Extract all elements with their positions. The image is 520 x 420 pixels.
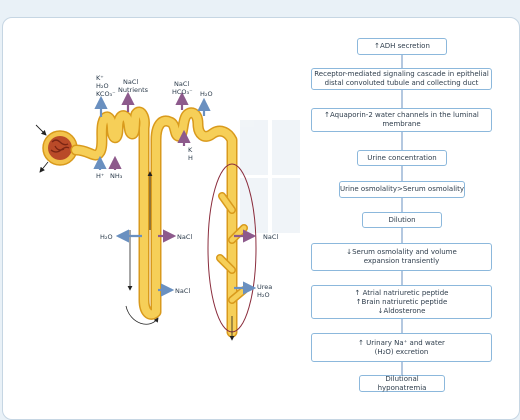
label-h2o-dct: H₂O: [200, 90, 213, 98]
flow-step-line: ↓Aldosterone: [377, 306, 426, 315]
flow-step-8: ↑ Atrial natriuretic peptide↑Brain natri…: [311, 285, 492, 319]
flow-step-line: ↓Serum osmolality and volume: [346, 248, 457, 256]
label-h: H⁺: [96, 172, 104, 180]
flow-step-2: Receptor-mediated signaling cascade in e…: [311, 68, 492, 90]
flow-step-line: ↑ADH secretion: [374, 42, 430, 50]
flow-step-4: Urine concentration: [357, 150, 447, 166]
watermark: [240, 120, 300, 233]
label-nacl-pct: NaCl: [123, 78, 138, 86]
flow-step-line: ↑ Urinary Na⁺ and water: [358, 338, 445, 347]
flow-step-line: expansion transiently: [363, 257, 440, 265]
label-nacl-dct: NaCl: [174, 80, 189, 88]
flow-step-line: membrane: [382, 120, 421, 128]
flow-step-6: Dilution: [362, 212, 442, 228]
label-h2o-cd: H₂O: [257, 291, 270, 299]
flow-step-9: ↑ Urinary Na⁺ and water(H₂O) excretion: [311, 333, 492, 362]
flow-step-3: ↑Aquaporin-2 water channels in the lumin…: [311, 108, 492, 132]
flow-step-10: Dilutional hyponatremia: [359, 375, 445, 392]
flow-step-1: ↑ADH secretion: [357, 38, 447, 55]
label-urea: Urea: [257, 283, 272, 291]
glomerulus: [35, 124, 78, 173]
label-kco3: KCO₃⁻: [96, 90, 116, 98]
flow-step-line: Dilution: [388, 215, 416, 224]
label-nacl-cd: NaCl: [263, 233, 278, 241]
label-nacl-low: NaCl: [175, 287, 190, 295]
flow-step-line: Urine osmolality>Serum osmolality: [340, 185, 464, 193]
label-k-dct: K: [188, 146, 193, 154]
label-hco3: HCO₃⁻: [172, 88, 193, 96]
label-nutrients: Nutrients: [118, 86, 149, 94]
label-k: K⁺: [96, 74, 104, 82]
label-nacl-loop: NaCl: [177, 233, 192, 241]
label-h2o-pct: H₂O: [96, 82, 109, 90]
tubule: [70, 106, 248, 338]
transport-arrows: [93, 91, 257, 297]
flow-step-line: distal convoluted tubule and collecting …: [324, 79, 479, 87]
flow-step-line: Receptor-mediated signaling cascade in e…: [314, 70, 489, 78]
flow-step-line: (H₂O) excretion: [374, 347, 429, 356]
flow-step-line: ↑ Atrial natriuretic peptide: [354, 288, 449, 297]
flow-step-line: ↑Aquaporin-2 water channels in the lumin…: [324, 111, 479, 119]
label-h2o-loop: H₂O: [100, 233, 113, 241]
flow-step-line: Urine concentration: [367, 153, 437, 162]
flow-arrows: [125, 171, 235, 341]
label-h-dct: H: [188, 154, 193, 162]
flow-step-line: Dilutional hyponatremia: [377, 374, 427, 392]
label-nh3: NH₃: [110, 172, 123, 180]
flow-step-line: ↑Brain natriuretic peptide: [355, 297, 448, 306]
flow-step-5: Urine osmolality>Serum osmolality: [339, 181, 465, 198]
